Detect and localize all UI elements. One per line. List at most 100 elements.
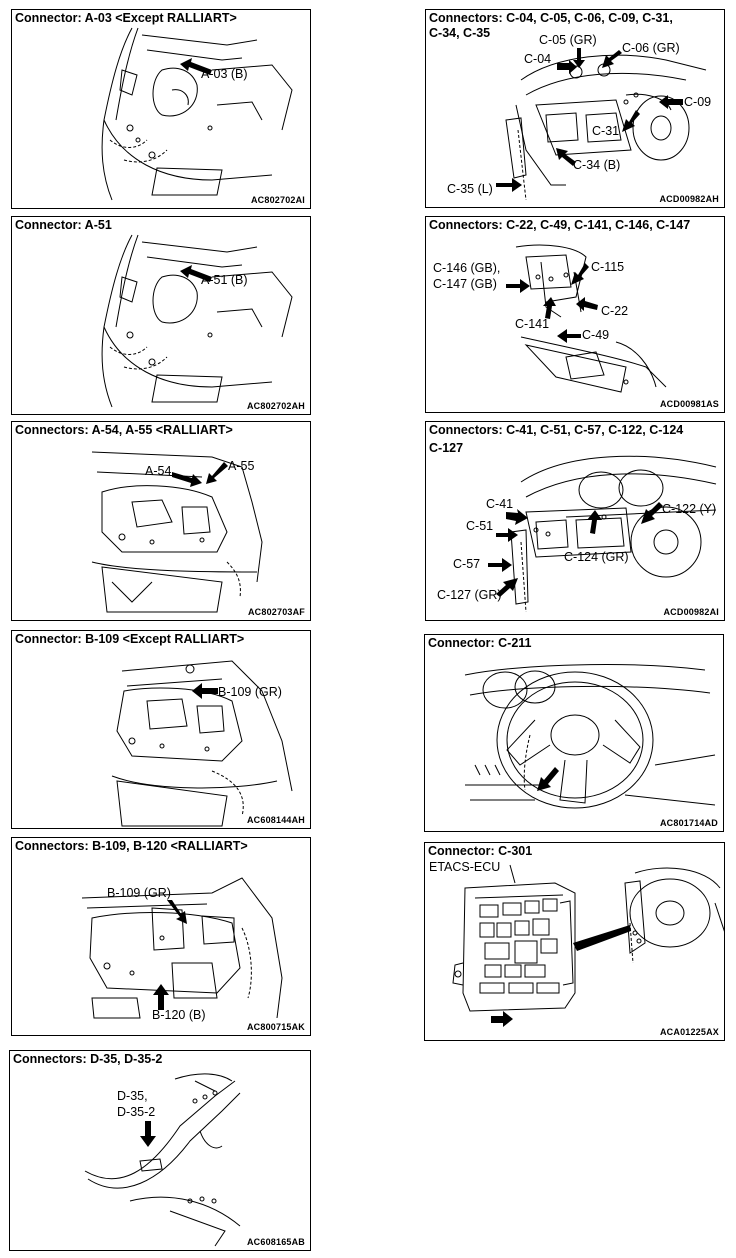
- callout-c146: C-146 (GB),: [433, 261, 501, 275]
- arrow-icon: [556, 148, 576, 166]
- panel-a54-a55: Connectors: A-54, A-55 <RALLIART> A-54 A…: [11, 421, 311, 621]
- arrow-icon: [506, 509, 528, 525]
- panel-c04-c35: Connectors: C-04, C-05, C-06, C-09, C-31…: [425, 9, 725, 208]
- arrow-icon: [167, 900, 187, 924]
- panel-a51: Connector: A-51 A-51 (B) AC802702AH: [11, 216, 311, 415]
- callout-c09: C-09: [684, 95, 712, 109]
- panel-c41-c127: Connectors: C-41, C-51, C-57, C-122, C-1…: [425, 421, 725, 621]
- panel-b109-b120: Connectors: B-109, B-120 <RALLIART> B-10…: [11, 837, 311, 1036]
- arrow-icon: [491, 1011, 513, 1027]
- callout-c51: C-51: [466, 519, 494, 533]
- callout-c124: C-124 (GR): [564, 550, 629, 564]
- vehicle-roof-illustration: [84, 1073, 241, 1247]
- figure-code: AC608144AH: [246, 815, 305, 825]
- arrow-icon: [172, 472, 202, 487]
- callout-a55: A-55: [228, 459, 255, 473]
- instrument-panel-illustration: [510, 455, 717, 613]
- panel-title-line1: Connectors: C-41, C-51, C-57, C-122, C-1…: [429, 423, 684, 437]
- etacs-ecu-label: ETACS-ECU: [429, 860, 501, 874]
- engine-bay-illustration: [111, 660, 293, 827]
- panel-title: Connector: C-301: [428, 844, 533, 858]
- engine-bay-illustration: [81, 877, 283, 1019]
- instrument-panel-illustration: [505, 54, 707, 201]
- figure-code: AC608165AB: [246, 1237, 305, 1247]
- callout-c35: C-35 (L): [447, 182, 493, 196]
- arrow-icon: [140, 1121, 156, 1147]
- arrow-icon: [496, 528, 518, 542]
- figure-code: ACD00981AS: [659, 399, 719, 409]
- arrow-icon: [557, 60, 577, 74]
- engine-bay-illustration: [101, 27, 293, 201]
- callout-a03: A-03 (B): [201, 67, 248, 81]
- figure-code: AC802702AH: [246, 401, 305, 411]
- figure-code: ACD00982AI: [663, 607, 719, 617]
- panel-c301: Connector: C-301 ETACS-ECU: [424, 842, 725, 1041]
- figure-code: AC802703AF: [247, 607, 305, 617]
- callout-c49: C-49: [582, 328, 610, 342]
- figure-code: AC801714AD: [659, 818, 718, 828]
- arrow-icon: [192, 683, 218, 699]
- arrow-icon: [488, 558, 512, 572]
- arrow-icon: [571, 263, 589, 285]
- callout-c127: C-127 (GR): [437, 588, 502, 602]
- console-illustration: [515, 244, 667, 393]
- panel-b109: Connector: B-109 <Except RALLIART> B-109…: [11, 630, 311, 829]
- arrow-icon: [180, 265, 212, 282]
- arrow-icon: [537, 767, 559, 791]
- panel-d35: Connectors: D-35, D-35-2 D-35, D-35-2 AC…: [9, 1050, 311, 1251]
- callout-c115: C-115: [591, 260, 625, 274]
- arrow-icon: [543, 297, 556, 319]
- panel-title-line2: C-127: [429, 441, 464, 455]
- panel-title: Connector: C-211: [428, 636, 532, 650]
- arrow-icon: [496, 578, 518, 597]
- panel-title: Connectors: B-109, B-120 <RALLIART>: [15, 839, 248, 853]
- panel-title: Connectors: A-54, A-55 <RALLIART>: [15, 423, 233, 437]
- arrow-icon: [153, 984, 169, 1010]
- engine-bay-illustration: [91, 451, 263, 613]
- arrow-icon: [557, 329, 581, 343]
- etacs-ecu-illustration: [452, 864, 724, 1012]
- callout-c04: C-04: [524, 52, 552, 66]
- engine-bay-illustration: [101, 234, 293, 408]
- arrow-icon: [506, 279, 530, 293]
- arrow-icon: [641, 502, 663, 524]
- callout-c57: C-57: [453, 557, 481, 571]
- figure-code: AC800715AK: [246, 1022, 305, 1032]
- arrow-icon: [622, 110, 640, 132]
- callout-c06: C-06 (GR): [622, 41, 680, 55]
- panel-c211: Connector: C-211 AC801714AD: [424, 634, 724, 832]
- callout-c147: C-147 (GB): [433, 277, 497, 291]
- panel-title: Connector: A-03 <Except RALLIART>: [15, 11, 237, 25]
- arrow-icon: [602, 50, 622, 68]
- arrow-icon: [573, 48, 585, 68]
- panel-title: Connectors: D-35, D-35-2: [13, 1052, 163, 1066]
- callout-d35-2: D-35-2: [117, 1105, 156, 1119]
- callout-c31: C-31: [592, 124, 620, 138]
- callout-c41: C-41: [486, 497, 514, 511]
- callout-c05: C-05 (GR): [539, 33, 597, 47]
- panel-c22-c147: Connectors: C-22, C-49, C-141, C-146, C-…: [425, 216, 725, 413]
- figure-code: AC802702AI: [250, 195, 305, 205]
- arrow-icon: [587, 510, 602, 534]
- callout-d35: D-35,: [117, 1089, 148, 1103]
- callout-a54: A-54: [145, 464, 172, 478]
- panel-title: Connector: B-109 <Except RALLIART>: [15, 632, 245, 646]
- figure-code: ACD00982AH: [659, 194, 719, 204]
- panel-title: Connectors: C-22, C-49, C-141, C-146, C-…: [429, 218, 691, 232]
- panel-title-line1: Connectors: C-04, C-05, C-06, C-09, C-31…: [429, 11, 673, 25]
- callout-c141: C-141: [515, 317, 550, 331]
- arrow-icon: [206, 462, 228, 484]
- panel-title-line2: C-34, C-35: [429, 26, 491, 40]
- callout-c22: C-22: [601, 304, 629, 318]
- panel-title: Connector: A-51: [15, 218, 112, 232]
- callout-c34: C-34 (B): [573, 158, 621, 172]
- callout-c122: C-122 (Y): [662, 502, 717, 516]
- figure-code: ACA01225AX: [659, 1027, 719, 1037]
- arrow-icon: [576, 297, 598, 311]
- callout-b109: B-109 (GR): [218, 685, 282, 699]
- arrow-icon: [496, 178, 522, 192]
- callout-a51: A-51 (B): [201, 273, 248, 287]
- callout-b120: B-120 (B): [152, 1008, 206, 1022]
- panel-a03: Connector: A-03 <Except RALLIART> A-03 (…: [11, 9, 311, 209]
- arrow-icon: [659, 95, 683, 109]
